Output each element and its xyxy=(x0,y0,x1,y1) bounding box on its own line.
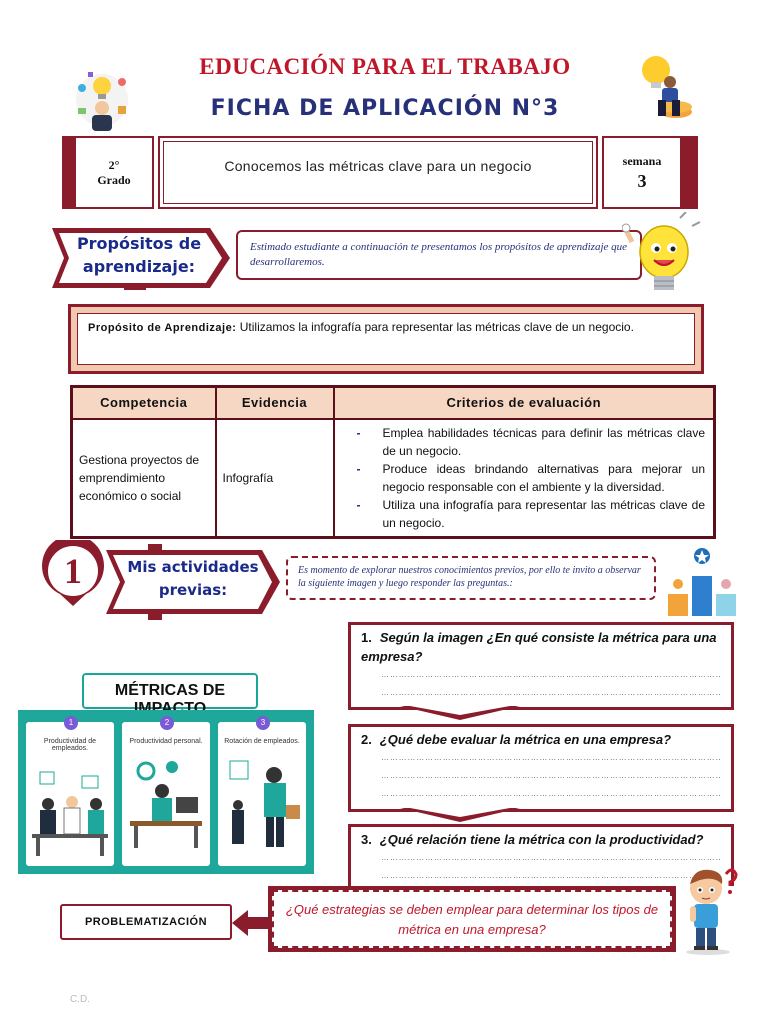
idea-person-icon xyxy=(76,72,128,131)
question-3-box: 3. ¿Qué relación tiene la métrica con la … xyxy=(348,824,734,886)
week-number: 3 xyxy=(637,171,647,191)
topic-box: Conocemos las métricas clave para un neg… xyxy=(158,136,598,209)
panel-caption: Rotación de empleados. xyxy=(224,738,300,745)
header-criterios: Criterios de evaluación xyxy=(332,385,716,420)
person-at-desk-icon xyxy=(130,761,202,848)
criteria-list: Emplea habilidades técnicas para definir… xyxy=(339,424,705,532)
panel-number: 3 xyxy=(256,716,270,730)
purpose-heading: Propósitos de aprendizaje: xyxy=(64,232,214,278)
purpose-heading-line1: Propósitos de xyxy=(76,234,202,253)
answer-line[interactable]: …………………………………………………………………………………………………………… xyxy=(381,753,721,762)
criteria-item: Utiliza una infografía para representar … xyxy=(339,496,705,532)
infographic-panel-1: 1 Productividad de empleados. xyxy=(26,716,114,866)
question-text: ¿Qué debe evaluar la métrica en una empr… xyxy=(379,732,672,747)
week-label: semana xyxy=(622,154,662,168)
employee-leaving-icon xyxy=(229,760,300,847)
answer-line[interactable]: ………………………………………………………………………………………………………… xyxy=(381,871,721,880)
activity-heading-line1: Mis actividades xyxy=(127,558,259,576)
week-box: semana 3 xyxy=(602,136,698,209)
question-connector-arrow xyxy=(400,808,520,822)
problematizacion-label: PROBLEMATIZACIÓN xyxy=(60,904,232,940)
infographic-panel-3: 3 Rotación de empleados. xyxy=(218,716,306,866)
activity-arrow-banner xyxy=(106,544,280,620)
infographic-panel-2: 2 Productividad personal. xyxy=(122,716,210,866)
activity-intro: Es momento de explorar nuestros conocimi… xyxy=(286,556,656,600)
table-row: Gestiona proyectos de emprendimiento eco… xyxy=(70,417,716,538)
question-1: 1.Según la imagen ¿En qué consiste la mé… xyxy=(361,628,721,666)
purpose-intro: Estimado estudiante a continuación te pr… xyxy=(236,230,642,280)
infographic-title: MÉTRICAS DE IMPACTO xyxy=(82,673,258,717)
answer-line[interactable]: …………………………………………………………………………………………………………… xyxy=(381,670,721,679)
answer-line[interactable]: …………………………………………………………………………………………………………… xyxy=(381,688,721,697)
page-title: EDUCACIÓN PARA EL TRABAJO xyxy=(199,54,571,79)
learning-purpose-frame: Propósito de Aprendizaje: Utilizamos la … xyxy=(68,304,704,374)
panel-number: 1 xyxy=(64,716,78,730)
competencia-cell: Gestiona proyectos de emprendimiento eco… xyxy=(70,417,217,538)
problematizacion-question: ¿Qué estrategias se deben emplear para d… xyxy=(272,890,672,948)
problematizacion-question-box: ¿Qué estrategias se deben emplear para d… xyxy=(268,886,676,952)
panel-number: 2 xyxy=(160,716,174,730)
learning-purpose-label: Propósito de Aprendizaje: xyxy=(88,322,237,334)
purpose-heading-line2: aprendizaje: xyxy=(82,257,196,276)
answer-line[interactable]: ………………………………………………………………………………………………………… xyxy=(381,853,721,862)
criteria-item: Emplea habilidades técnicas para definir… xyxy=(339,424,705,460)
lightbulb-mascot-icon xyxy=(622,212,701,290)
answer-line[interactable]: …………………………………………………………………………………………………………… xyxy=(381,789,721,798)
podium-star-icon xyxy=(668,548,736,616)
topic-text: Conocemos las métricas clave para un neg… xyxy=(163,141,593,204)
grade-number: 2° xyxy=(108,158,120,172)
header-competencia: Competencia xyxy=(70,385,217,420)
thinking-boy-icon xyxy=(686,868,738,955)
businessman-bulb-icon xyxy=(642,56,692,118)
question-text: Según la imagen ¿En qué consiste la métr… xyxy=(361,630,717,664)
criterios-cell: Emplea habilidades técnicas para definir… xyxy=(332,417,716,538)
question-connector-arrow xyxy=(400,706,520,720)
evaluation-table-header: Competencia Evidencia Criterios de evalu… xyxy=(70,385,716,420)
activity-heading-line2: previas: xyxy=(158,581,228,599)
question-2-box: 2. ¿Qué debe evaluar la métrica en una em… xyxy=(348,724,734,812)
question-1-box: 1.Según la imagen ¿En qué consiste la mé… xyxy=(348,622,734,710)
header-evidencia: Evidencia xyxy=(214,385,335,420)
question-3: 3. ¿Qué relación tiene la métrica con la … xyxy=(361,830,721,849)
panel-caption: Productividad personal. xyxy=(129,738,203,745)
activity-number: 1 xyxy=(64,551,82,591)
page-subtitle: FICHA DE APLICACIÓN N°3 xyxy=(210,96,560,121)
learning-purpose-text: Utilizamos la infografía para representa… xyxy=(239,320,634,334)
evaluation-table: Competencia Evidencia Criterios de evalu… xyxy=(70,385,716,539)
evidencia-cell: Infografía xyxy=(214,417,335,538)
footer-mark: C.D. xyxy=(70,994,90,1005)
left-arrow-icon xyxy=(232,910,270,936)
question-number: 1. xyxy=(361,630,372,645)
grade-box: 2° Grado xyxy=(62,136,154,209)
question-number: 3. xyxy=(361,832,372,847)
activity-heading: Mis actividades previas: xyxy=(118,556,268,602)
answer-line[interactable]: …………………………………………………………………………………………………………… xyxy=(381,771,721,780)
team-working-icon xyxy=(32,771,108,856)
learning-purpose-box: Propósito de Aprendizaje: Utilizamos la … xyxy=(77,313,695,365)
question-text: ¿Qué relación tiene la métrica con la pr… xyxy=(379,832,704,847)
panel-caption: Productividad de empleados. xyxy=(43,738,97,752)
question-number: 2. xyxy=(361,732,372,747)
purpose-arrow-banner xyxy=(52,228,230,290)
criteria-item: Produce ideas brindando alternativas par… xyxy=(339,460,705,496)
grade-word: Grado xyxy=(97,173,131,187)
question-2: 2. ¿Qué debe evaluar la métrica en una em… xyxy=(361,730,721,749)
activity-number-pin-icon xyxy=(42,540,104,606)
